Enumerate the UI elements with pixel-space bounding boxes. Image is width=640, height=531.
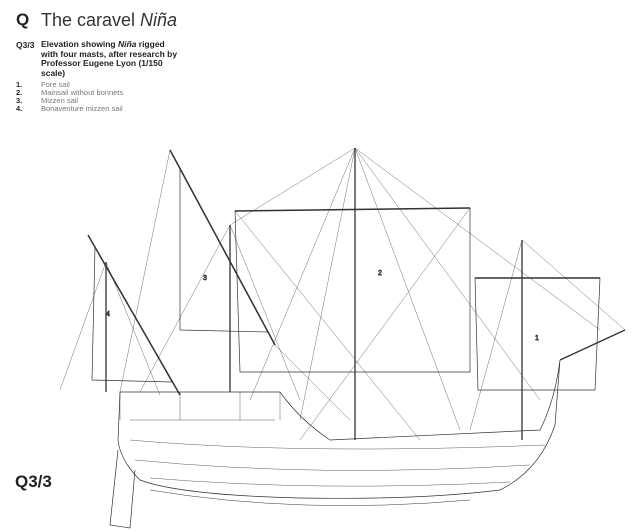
legend-num: 3.	[16, 96, 23, 105]
caption-ship: Niña	[117, 39, 137, 49]
bonaventure-sail	[91, 245, 173, 383]
sail-label-3: 3	[203, 275, 207, 282]
yards	[87, 149, 600, 396]
legend-item: 4. Bonaventure mizzen sail	[16, 105, 123, 113]
rudder	[109, 449, 136, 529]
sail-label-4: 4	[106, 311, 110, 318]
sail-label-2: 2	[378, 270, 382, 277]
legend-item: 2. Mainsail without bonnets	[16, 89, 123, 97]
section-letter: Q	[16, 10, 30, 29]
mainsail	[234, 207, 471, 373]
legend-label: Fore sail	[41, 80, 70, 89]
title-ship: Niña	[140, 10, 178, 30]
page-title: The caravel Niña	[41, 10, 177, 31]
hull	[109, 359, 561, 529]
legend-item: 3. Mizzen sail	[16, 97, 123, 105]
legend-label: Mizzen sail	[41, 96, 79, 105]
rigging	[59, 147, 626, 441]
figure-label: Q3/3	[15, 472, 52, 491]
caption-pre: Elevation showing	[41, 39, 118, 49]
mizzen-sail	[179, 167, 269, 333]
sail-label-1: 1	[535, 335, 539, 342]
legend-item: 1. Fore sail	[16, 81, 123, 89]
legend-num: 2.	[16, 88, 23, 97]
caption-post: rigged with four masts, after research b…	[41, 39, 178, 78]
legend-num: 4.	[16, 104, 23, 113]
title-text: The caravel	[41, 10, 141, 30]
legend-label: Mainsail without bonnets	[41, 88, 124, 97]
fore-sail	[474, 277, 601, 391]
legend: 1. Fore sail 2. Mainsail without bonnets 3…	[16, 81, 123, 113]
masts	[105, 148, 626, 440]
legend-num: 1.	[16, 80, 23, 89]
legend-label: Bonaventure mizzen sail	[41, 104, 123, 113]
caption-id: Q3/3	[16, 40, 35, 50]
caption: Elevation showing Niña rigged with four …	[41, 39, 181, 78]
sails	[91, 167, 601, 391]
